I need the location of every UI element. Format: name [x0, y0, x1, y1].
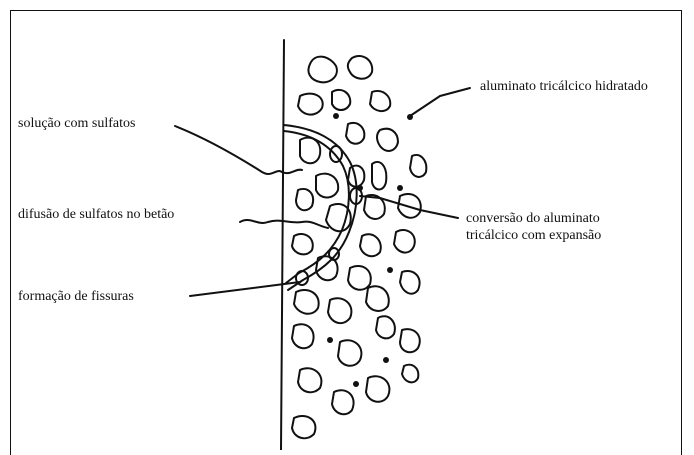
label-solucao: solução com sulfatos [18, 115, 135, 132]
label-difusao: difusão de sulfatos no betão [18, 206, 174, 223]
label-conversao-line2: tricálcico com expansão [466, 227, 601, 244]
aggregate-particles [292, 56, 426, 438]
label-conversao-line1: conversão do aluminato [466, 210, 600, 227]
leader-formacao [190, 282, 300, 296]
leader-aluminato [410, 88, 470, 116]
label-formacao: formação de fissuras [18, 288, 134, 305]
concrete-surface-line [281, 40, 284, 450]
label-aluminato: aluminato tricálcico hidratado [480, 78, 648, 95]
leader-difusao [240, 220, 328, 228]
leader-conversao [360, 196, 458, 218]
